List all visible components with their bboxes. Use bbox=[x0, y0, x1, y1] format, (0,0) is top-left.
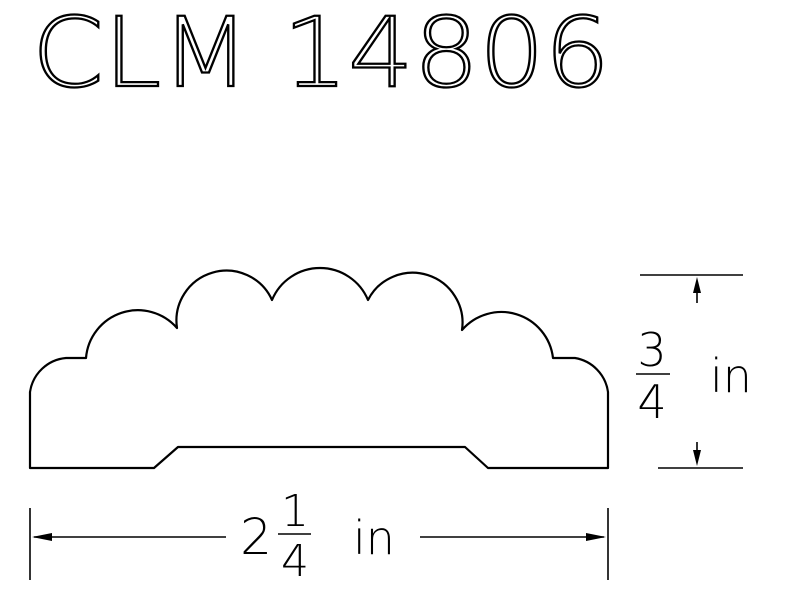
width-arrow-left-head bbox=[32, 533, 52, 541]
drawing-title: CLM 14806 bbox=[32, 0, 610, 109]
height-numerator: 3 bbox=[637, 323, 666, 377]
molding-profile bbox=[28, 266, 610, 470]
width-whole-number: 2 bbox=[240, 508, 272, 566]
height-arrow-top-head bbox=[693, 277, 701, 293]
height-unit: in bbox=[710, 349, 752, 403]
width-denominator: 4 bbox=[281, 536, 309, 587]
height-dimension: 3 4 in bbox=[636, 274, 752, 469]
width-arrow-right-head bbox=[586, 533, 606, 541]
width-numerator: 1 bbox=[281, 486, 309, 537]
width-unit: in bbox=[353, 511, 395, 565]
height-arrow-bottom-head bbox=[693, 450, 701, 466]
width-dimension: 2 1 4 in bbox=[29, 486, 609, 587]
height-denominator: 4 bbox=[637, 375, 666, 429]
